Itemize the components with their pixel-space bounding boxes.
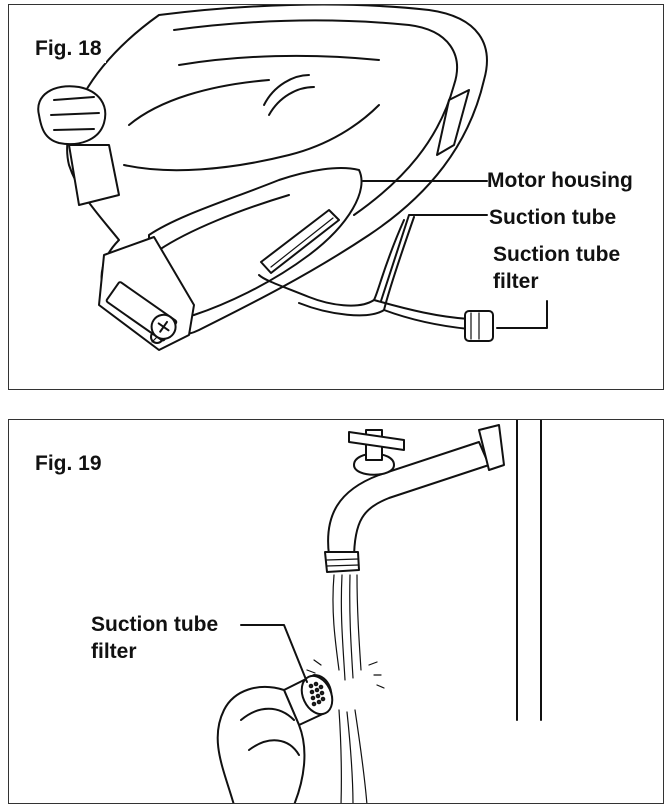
motor-housing-illustration — [37, 5, 548, 351]
figure-19-label: Fig. 19 — [31, 450, 106, 478]
suction-tube-filter-line1: Suction tube — [493, 243, 621, 266]
suction-tube-callout: Suction tube — [489, 206, 617, 229]
suction-tube-filter-callout-fig19: Suction tube filter — [91, 611, 218, 665]
faucet-rinse-illustration — [216, 420, 542, 803]
suction-tube-filter-line1-fig19: Suction tube — [91, 613, 219, 636]
figure-18-label: Fig. 18 — [31, 35, 106, 63]
suction-tube-filter-line2-fig19: filter — [91, 640, 137, 663]
figure-18-panel: Fig. 18 Motor housing Suction tube Sucti… — [8, 4, 664, 390]
suction-tube-filter-callout: Suction tube filter — [493, 241, 620, 295]
figure-19-panel: Fig. 19 Suction tube filter — [8, 419, 664, 804]
suction-tube-filter-line2: filter — [493, 270, 539, 293]
motor-housing-callout: Motor housing — [487, 169, 633, 192]
